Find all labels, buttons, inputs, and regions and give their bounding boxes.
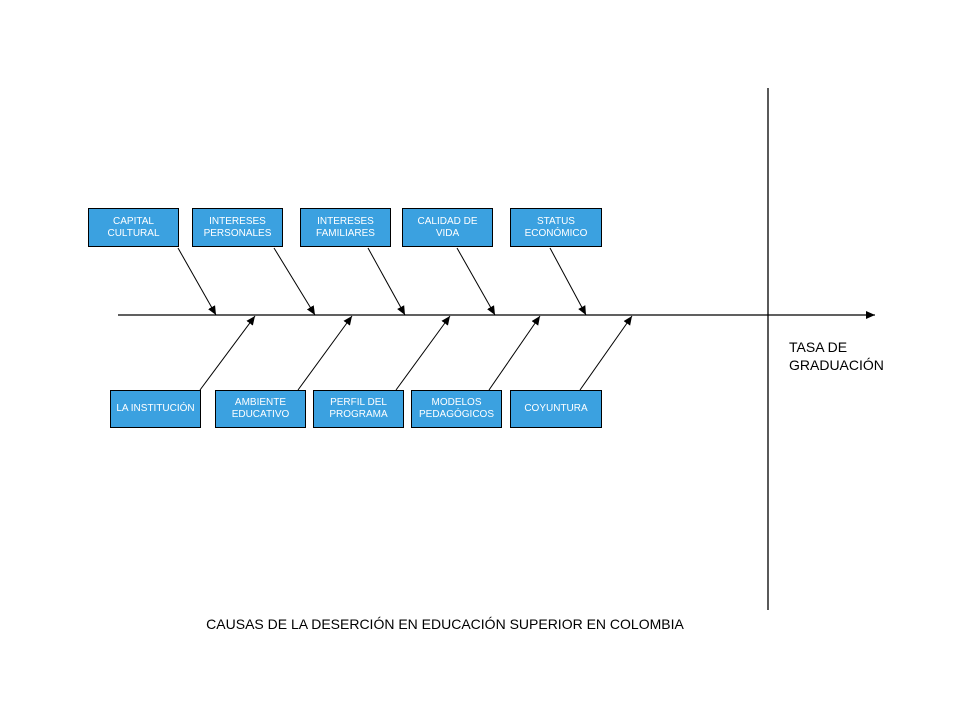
- cause-box-capital-cultural: CAPITAL CULTURAL: [88, 208, 179, 247]
- cause-box-la-institucion: LA INSTITUCIÓN: [110, 390, 201, 428]
- diagram-title: CAUSAS DE LA DESERCIÓN EN EDUCACIÓN SUPE…: [206, 616, 684, 632]
- bone-intereses-familiares: [367, 247, 406, 316]
- cause-box-modelos-pedagogicos: MODELOS PEDAGÓGICOS: [411, 390, 502, 428]
- cause-box-perfil-del-programa: PERFIL DEL PROGRAMA: [313, 390, 404, 428]
- bone-coyuntura: [579, 315, 633, 391]
- cause-box-status-economico: STATUS ECONÓMICO: [510, 208, 602, 247]
- cause-box-intereses-familiares: INTERESES FAMILIARES: [300, 208, 391, 247]
- cause-box-intereses-personales: INTERESES PERSONALES: [192, 208, 283, 247]
- bone-status-economico: [549, 247, 587, 316]
- cause-box-calidad-de-vida: CALIDAD DE VIDA: [402, 208, 493, 247]
- effect-label: TASA DE GRADUACIÓN: [789, 339, 884, 373]
- bone-la-institucion: [199, 315, 256, 391]
- bone-calidad-de-vida: [456, 247, 496, 316]
- bone-ambiente-educativo: [297, 315, 353, 391]
- bone-modelos-pedagogicos: [488, 315, 541, 391]
- cause-box-coyuntura: COYUNTURA: [510, 390, 602, 428]
- bone-capital-cultural: [177, 247, 217, 316]
- cause-box-ambiente-educativo: AMBIENTE EDUCATIVO: [215, 390, 306, 428]
- bone-intereses-personales: [273, 247, 316, 316]
- bone-perfil-del-programa: [395, 315, 451, 391]
